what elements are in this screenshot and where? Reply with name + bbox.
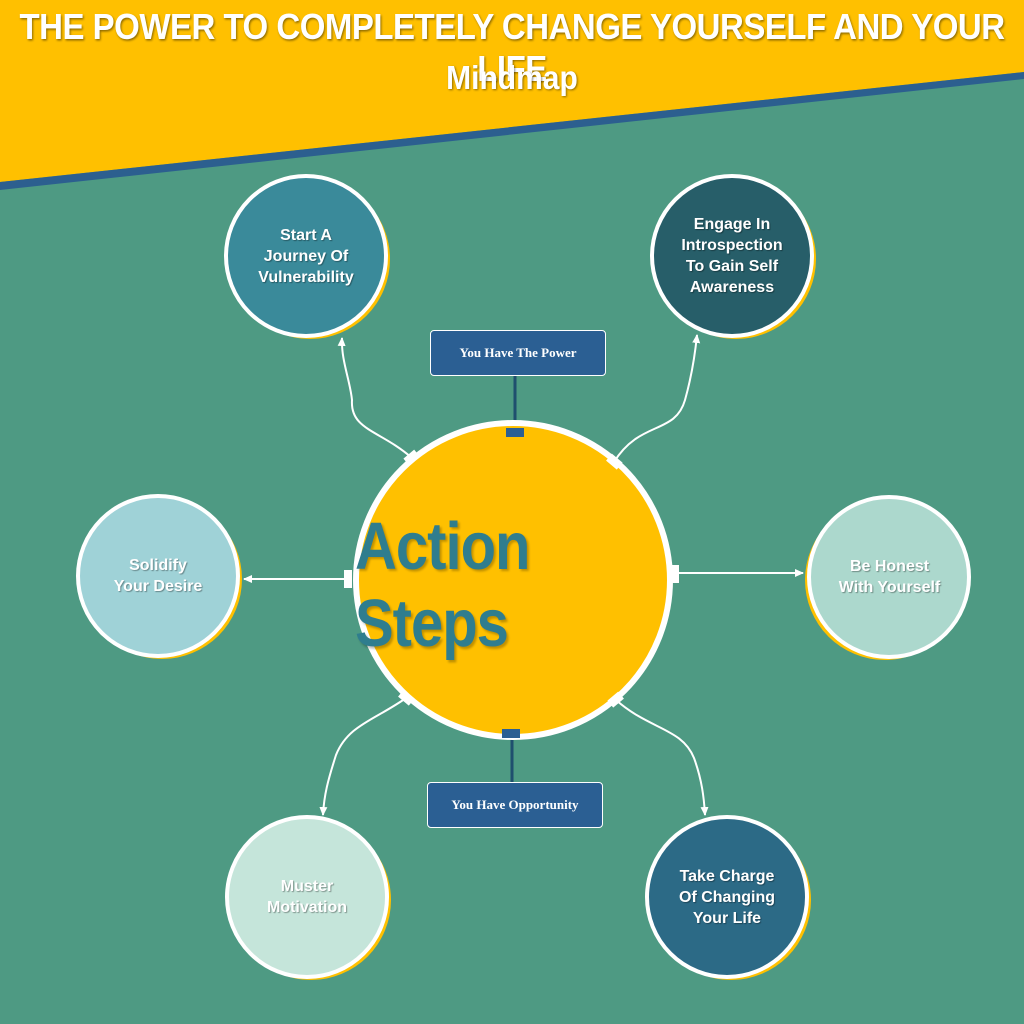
header-banner-stripe	[0, 72, 1024, 190]
page-title: THE POWER TO COMPLETELY CHANGE YOURSELF …	[19, 6, 1005, 89]
handle-bottom-right	[607, 691, 624, 708]
node-vulnerability	[224, 174, 390, 339]
bottom-label-box: You Have Opportunity	[427, 782, 603, 828]
handle-bottom-left	[398, 689, 415, 706]
node-text-introspection: Engage In Introspection To Gain Self Awa…	[681, 216, 783, 296]
header-banner	[0, 0, 1024, 182]
handle-left	[344, 570, 352, 588]
page-subtitle: Mindmap	[446, 60, 578, 97]
connector-arrow-motivation	[319, 697, 407, 816]
handle-bottom	[502, 729, 520, 738]
node-text-charge: Take Charge Of Changing Your Life	[679, 867, 775, 927]
node-motivation	[225, 815, 391, 980]
node-text-honest: Be Honest With Yourself	[838, 558, 941, 596]
node-text-motivation: Muster Motivation	[267, 878, 347, 916]
node-charge	[645, 815, 811, 980]
bottom-label-text: You Have Opportunity	[451, 797, 579, 812]
node-text-desire: Solidify Your Desire	[113, 557, 203, 595]
top-label-text: You Have The Power	[459, 345, 577, 360]
node-text-vulnerability: Start A Journey Of Vulnerability	[258, 226, 354, 286]
center-label: Action Steps	[355, 509, 530, 661]
connector-arrow-introspection	[613, 334, 701, 463]
connector-arrow-vulnerability	[337, 337, 413, 459]
handle-top-left	[403, 449, 420, 466]
connector-arrow-charge	[615, 699, 709, 816]
handle-right	[671, 565, 679, 583]
node-desire	[76, 494, 242, 659]
top-label-box: You Have The Power	[430, 330, 606, 376]
node-honest	[805, 495, 971, 660]
node-introspection	[650, 174, 816, 339]
handle-top	[506, 428, 524, 437]
handle-top-right	[606, 453, 623, 470]
